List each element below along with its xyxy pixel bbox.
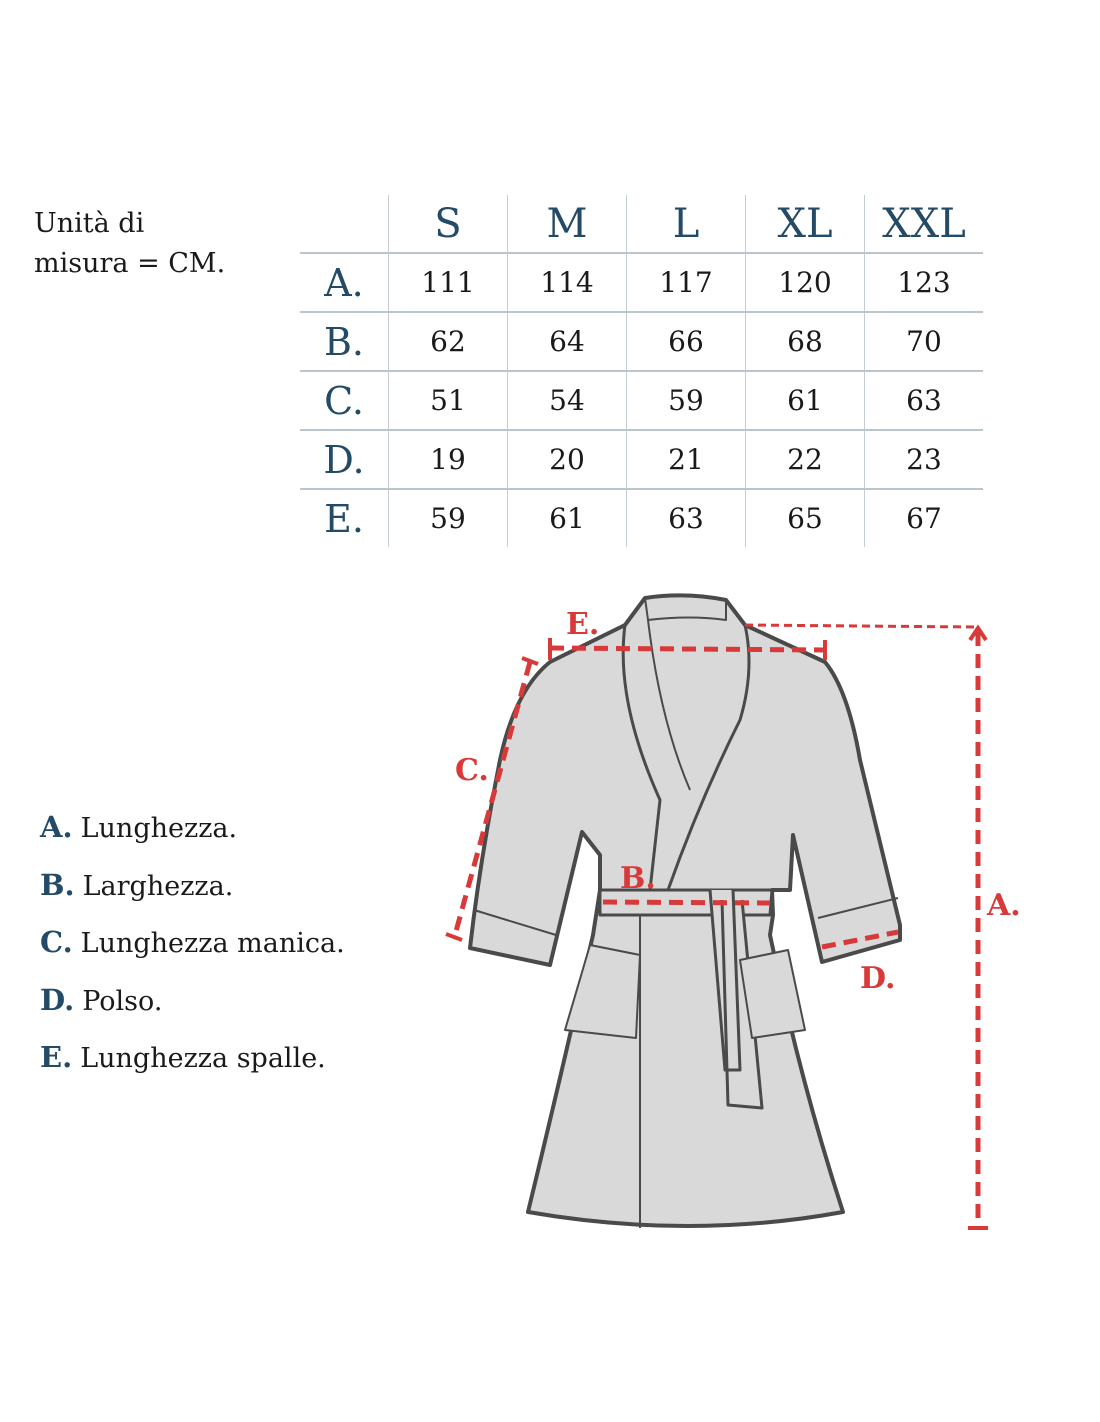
cell: 120 — [745, 252, 865, 312]
cell: 64 — [507, 311, 627, 371]
row-label: B. — [300, 311, 389, 371]
row-label: A. — [300, 252, 389, 312]
measure-line-d — [821, 929, 899, 950]
diagram-label-c: C. — [455, 753, 489, 788]
cell: 63 — [626, 488, 746, 547]
cell: 111 — [388, 252, 508, 312]
measure-line-c — [452, 661, 533, 936]
cell: 54 — [507, 370, 627, 430]
legend-key: B. — [40, 867, 75, 902]
legend-item: E.Lunghezza spalle. — [40, 1040, 345, 1098]
cell: 61 — [507, 488, 627, 547]
cell: 65 — [745, 488, 865, 547]
diagram-label-b: B. — [620, 861, 656, 896]
unit-note: Unità di misura = CM. — [34, 204, 225, 284]
cell: 20 — [507, 429, 627, 489]
cell: 21 — [626, 429, 746, 489]
row-label: D. — [300, 429, 389, 489]
cell: 61 — [745, 370, 865, 430]
table-row: B. 62 64 66 68 70 — [300, 311, 983, 371]
cell: 51 — [388, 370, 508, 430]
size-table: S M L XL XXL A. 111 114 117 120 123 B. 6… — [300, 195, 983, 547]
legend-key: D. — [40, 982, 75, 1017]
cell: 123 — [864, 252, 983, 312]
row-label: E. — [300, 488, 389, 547]
legend-text: Polso. — [82, 985, 163, 1017]
size-header: S — [388, 195, 508, 253]
legend-item: B.Larghezza. — [40, 868, 345, 926]
cell: 23 — [864, 429, 983, 489]
cell: 66 — [626, 311, 746, 371]
size-header: XXL — [864, 195, 983, 253]
measure-line-b — [602, 899, 771, 906]
legend-item: A.Lunghezza. — [40, 810, 345, 868]
legend-text: Lunghezza manica. — [80, 928, 345, 959]
legend-key: A. — [40, 810, 73, 844]
cell: 68 — [745, 311, 865, 371]
size-header: XL — [745, 195, 865, 253]
measure-line-e — [549, 645, 826, 653]
legend-item: D.Polso. — [40, 983, 345, 1041]
cell: 67 — [864, 488, 983, 547]
cell: 62 — [388, 311, 508, 371]
size-header: M — [507, 195, 627, 253]
unit-note-line2: misura = CM. — [34, 248, 226, 279]
diagram-label-a: A. — [986, 888, 1021, 923]
measurement-endcaps — [445, 624, 988, 1230]
legend-item: C.Lunghezza manica. — [40, 925, 345, 983]
row-label: C. — [300, 370, 389, 430]
legend-text: Lunghezza spalle. — [80, 1043, 326, 1074]
measurement-lines — [452, 623, 981, 1228]
robe-illustration — [468, 593, 902, 1228]
legend-key: E. — [40, 1040, 73, 1074]
table-row: D. 19 20 21 22 23 — [300, 429, 983, 489]
cell: 63 — [864, 370, 983, 430]
diagram-label-d: D. — [860, 961, 895, 996]
cell: 114 — [507, 252, 627, 312]
legend-text: Larghezza. — [82, 870, 234, 902]
cell: 59 — [626, 370, 746, 430]
cell: 59 — [388, 488, 508, 547]
table-row: C. 51 54 59 61 63 — [300, 370, 983, 430]
cell: 117 — [626, 252, 746, 312]
table-row: A. 111 114 117 120 123 — [300, 252, 983, 312]
measurement-legend: A.Lunghezza. B.Larghezza. C.Lunghezza ma… — [40, 810, 345, 1098]
measure-guide-a — [744, 623, 976, 629]
legend-text: Lunghezza. — [80, 813, 238, 844]
cell: 19 — [388, 429, 508, 489]
size-header: L — [626, 195, 746, 253]
cell: 22 — [745, 429, 865, 489]
unit-note-line1: Unità di — [34, 208, 145, 239]
table-row: E. 59 61 63 65 67 — [300, 488, 983, 547]
diagram-label-e: E. — [566, 607, 599, 642]
cell: 70 — [864, 311, 983, 371]
legend-key: C. — [40, 925, 73, 959]
size-header-row: S M L XL XXL — [300, 195, 983, 253]
